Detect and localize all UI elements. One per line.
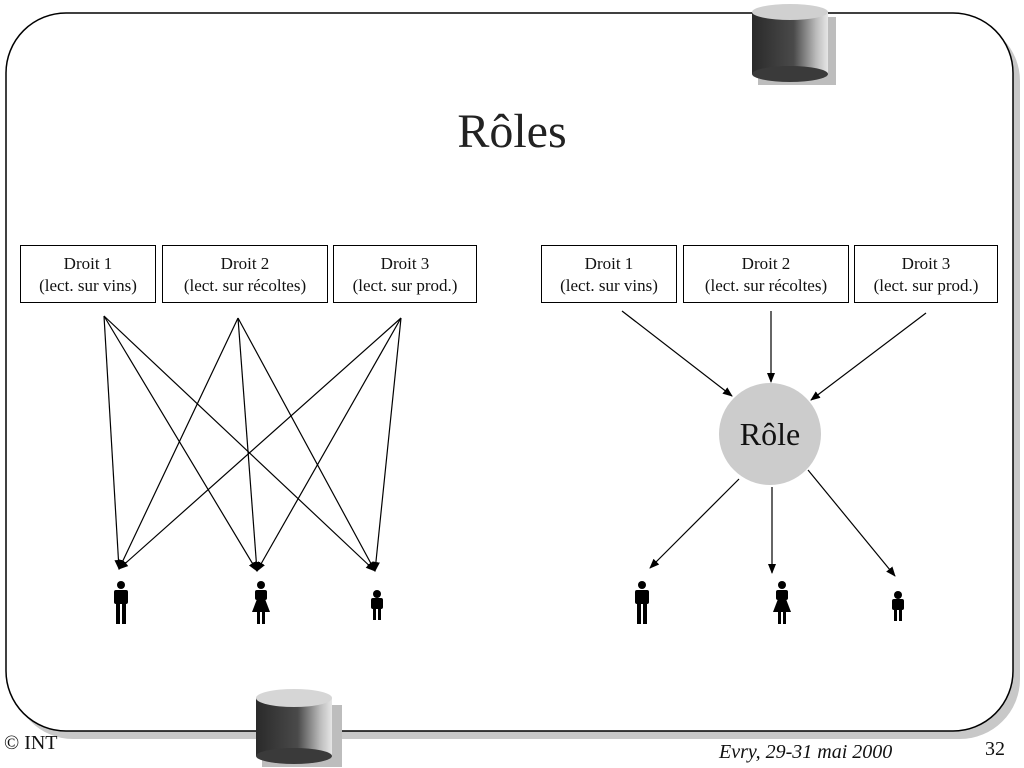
- database-cylinder-icon: [752, 4, 836, 85]
- page-number: 32: [985, 738, 1005, 760]
- right-name: Droit 3: [901, 254, 951, 273]
- right-desc: (lect. sur vins): [560, 276, 658, 295]
- role-label: Rôle: [739, 416, 801, 452]
- right-right-box-1: Droit 1 (lect. sur vins): [541, 245, 677, 303]
- person-icon: [114, 581, 128, 624]
- database-cylinder-icon: [256, 689, 342, 767]
- person-icon: [892, 591, 904, 621]
- right-name: Droit 1: [584, 254, 634, 273]
- right-right-box-2: Droit 2 (lect. sur récoltes): [683, 245, 849, 303]
- person-icon: [635, 581, 649, 624]
- right-desc: (lect. sur prod.): [873, 276, 979, 295]
- right-name: Droit 3: [380, 254, 430, 273]
- right-desc: (lect. sur récoltes): [704, 276, 828, 295]
- left-right-box-2: Droit 2 (lect. sur récoltes): [162, 245, 328, 303]
- left-right-box-1: Droit 1 (lect. sur vins): [20, 245, 156, 303]
- person-icon: [773, 581, 791, 624]
- role-node: [719, 383, 821, 485]
- slide-title: Rôles: [457, 105, 567, 158]
- right-desc: (lect. sur récoltes): [183, 276, 307, 295]
- role-to-users-arrows: [649, 469, 896, 577]
- right-name: Droit 2: [741, 254, 791, 273]
- footer-copyright: © INT: [4, 732, 58, 754]
- right-name: Droit 1: [63, 254, 113, 273]
- right-desc: (lect. sur vins): [39, 276, 137, 295]
- right-name: Droit 2: [220, 254, 270, 273]
- right-desc: (lect. sur prod.): [352, 276, 458, 295]
- slide-frame: [5, 12, 1014, 732]
- person-icon: [252, 581, 270, 624]
- right-right-box-3: Droit 3 (lect. sur prod.): [854, 245, 998, 303]
- person-icon: [371, 590, 383, 620]
- footer-event: Evry, 29-31 mai 2000: [719, 741, 893, 763]
- direct-assignment-arrows: [103, 315, 402, 572]
- rights-to-role-arrows: [621, 310, 927, 401]
- left-right-box-3: Droit 3 (lect. sur prod.): [333, 245, 477, 303]
